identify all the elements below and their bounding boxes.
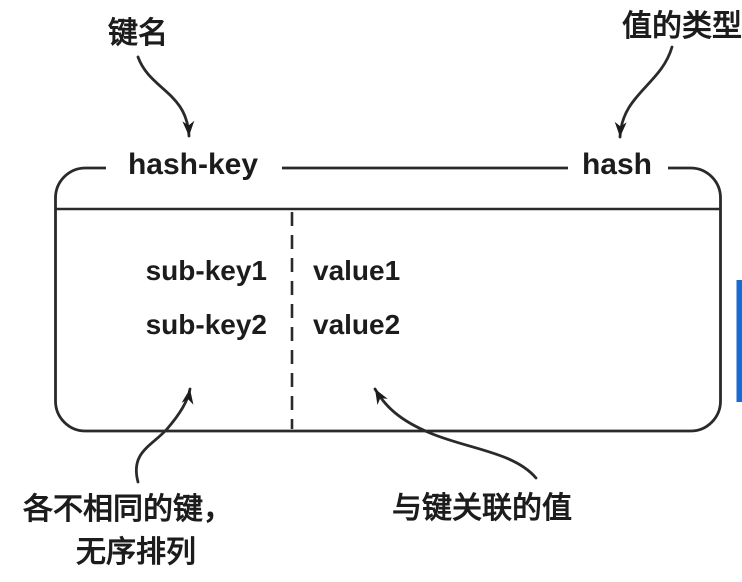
accent-bar — [736, 280, 742, 402]
value-type-annotation: 值的类型 — [622, 10, 742, 43]
sub-key2-cell: sub-key2 — [146, 309, 267, 340]
sub-key1-cell: sub-key1 — [146, 255, 267, 286]
key-name-arrow-icon — [136, 55, 195, 138]
key-name-annotation: 键名 — [108, 17, 168, 50]
hash-box-outline — [54, 166, 722, 433]
key-label-gap-mask — [106, 150, 282, 184]
value1-cell: value1 — [313, 255, 400, 286]
type-label-gap-mask — [568, 150, 668, 184]
associated-values-annotation: 与键关联的值 — [392, 492, 572, 525]
hash-key-label: hash-key — [128, 148, 258, 181]
hash-type-label: hash — [582, 148, 652, 181]
distinct-keys-arrow-icon — [134, 387, 194, 484]
value2-cell: value2 — [313, 309, 400, 340]
distinct-keys-annotation-line1: 各不相同的键， — [22, 492, 233, 526]
associated-values-arrow-icon — [373, 387, 538, 480]
value-type-arrow-icon — [614, 45, 674, 139]
distinct-keys-annotation-line2: 无序排列 — [76, 535, 196, 569]
